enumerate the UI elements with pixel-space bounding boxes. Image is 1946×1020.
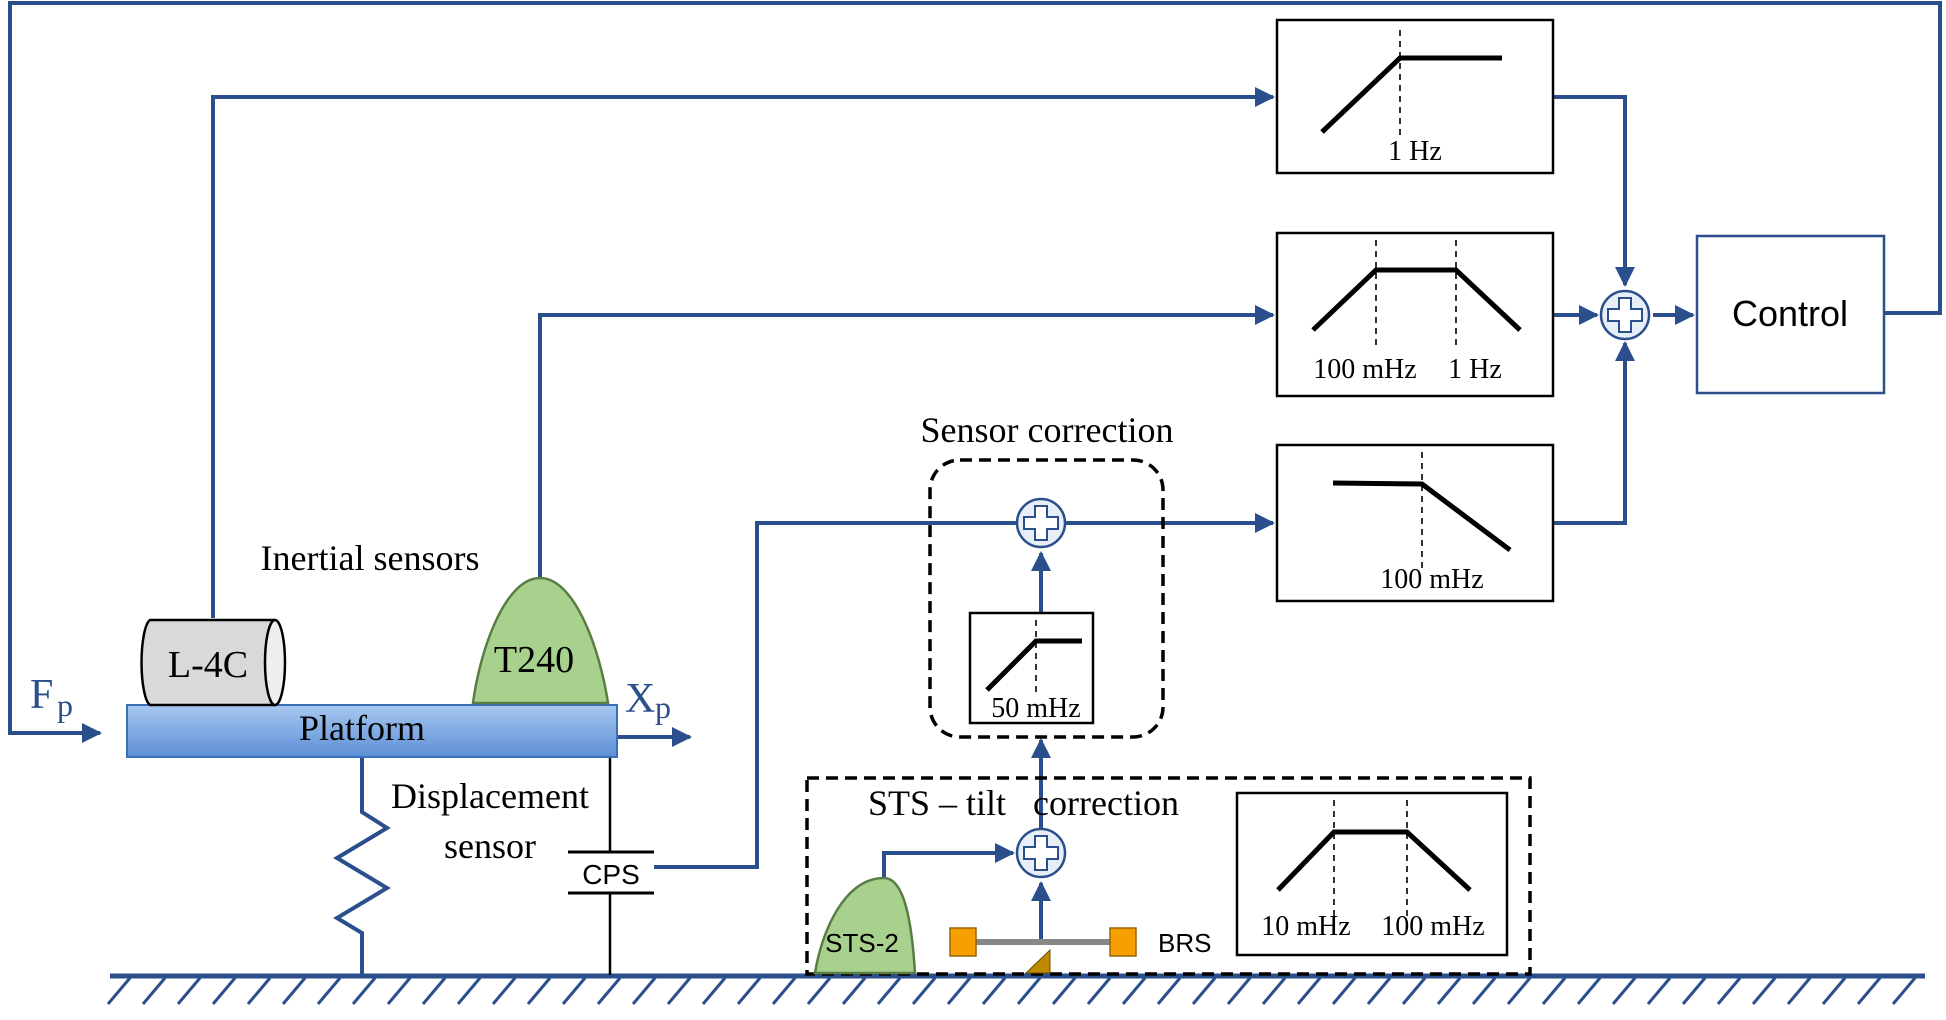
t240-signal-wire [538, 305, 1275, 578]
l4c-geophone: L-4C [140, 618, 287, 707]
ground [106, 973, 1925, 1005]
highpass-1hz-label: 1 Hz [1388, 136, 1442, 167]
inertial-sensors-label: Inertial sensors [261, 538, 480, 578]
sensor-correction-label: Sensor correction [921, 410, 1174, 450]
l4c-label: L-4C [168, 644, 248, 686]
tilt-bandpass-filter: 10 mHz 100 mHz [1235, 791, 1509, 957]
control-block: Control [1695, 234, 1886, 395]
platform-label: Platform [299, 708, 425, 748]
l4c-signal-wire [211, 87, 1275, 618]
spring [333, 758, 391, 975]
sensor-correction-group [928, 458, 1165, 739]
brs-pivot [1024, 948, 1051, 974]
platform: Platform [126, 704, 618, 758]
cps-label: CPS [582, 859, 640, 890]
brs-label: BRS [1158, 928, 1211, 958]
lp-out-wire [1553, 341, 1635, 525]
bandpass-filter: 100 mHz 1 Hz [1275, 231, 1555, 398]
bandpass-low-label: 100 mHz [1313, 354, 1416, 385]
brs-mass-right [1109, 927, 1137, 957]
tilt-band-high-label: 100 mHz [1381, 911, 1484, 942]
brs-sensor: BRS [949, 927, 1211, 974]
sensor-correction-sum [1015, 497, 1067, 549]
tilt-band-low-label: 10 mHz [1261, 911, 1350, 942]
highpass-50mhz-label: 50 mHz [991, 693, 1080, 724]
fp-label: F p [30, 672, 73, 723]
control-label: Control [1732, 293, 1848, 334]
highpass-filter-1hz: 1 Hz [1275, 18, 1555, 175]
displacement-label-line2: sensor [444, 826, 536, 866]
brs-mass-left [949, 927, 977, 957]
bandpass-high-label: 1 Hz [1448, 354, 1502, 385]
lowpass-100mhz-label: 100 mHz [1380, 564, 1483, 595]
sts2-to-tiltsum-wire [882, 843, 1015, 880]
tilt-correction-sum [1015, 827, 1067, 879]
sts-tilt-correction-label: STS – tilt correction [868, 783, 1179, 823]
control-sum [1599, 289, 1651, 341]
fp-main: F [30, 672, 53, 718]
sts2-seismometer: STS-2 [813, 876, 917, 975]
lowpass-filter-100mhz: 100 mHz [1275, 443, 1555, 603]
feedback-wire [8, 1, 1942, 743]
sts2-label: STS-2 [825, 928, 899, 958]
t240-label: T240 [494, 639, 574, 681]
fp-sub: p [57, 687, 73, 723]
hp-out-wire [1553, 95, 1635, 287]
xp-label: X p [625, 676, 671, 725]
displacement-label-line1: Displacement [391, 776, 589, 816]
cps-signal-wire [654, 521, 1017, 869]
t240-seismometer: T240 [471, 576, 610, 705]
xp-sub: p [655, 689, 671, 725]
sts-tilt-correction-group [805, 776, 1532, 976]
cps-capacitor: CPS [568, 758, 654, 975]
highpass-filter-50mhz: 50 mHz [968, 611, 1095, 725]
xp-main: X [625, 676, 655, 722]
